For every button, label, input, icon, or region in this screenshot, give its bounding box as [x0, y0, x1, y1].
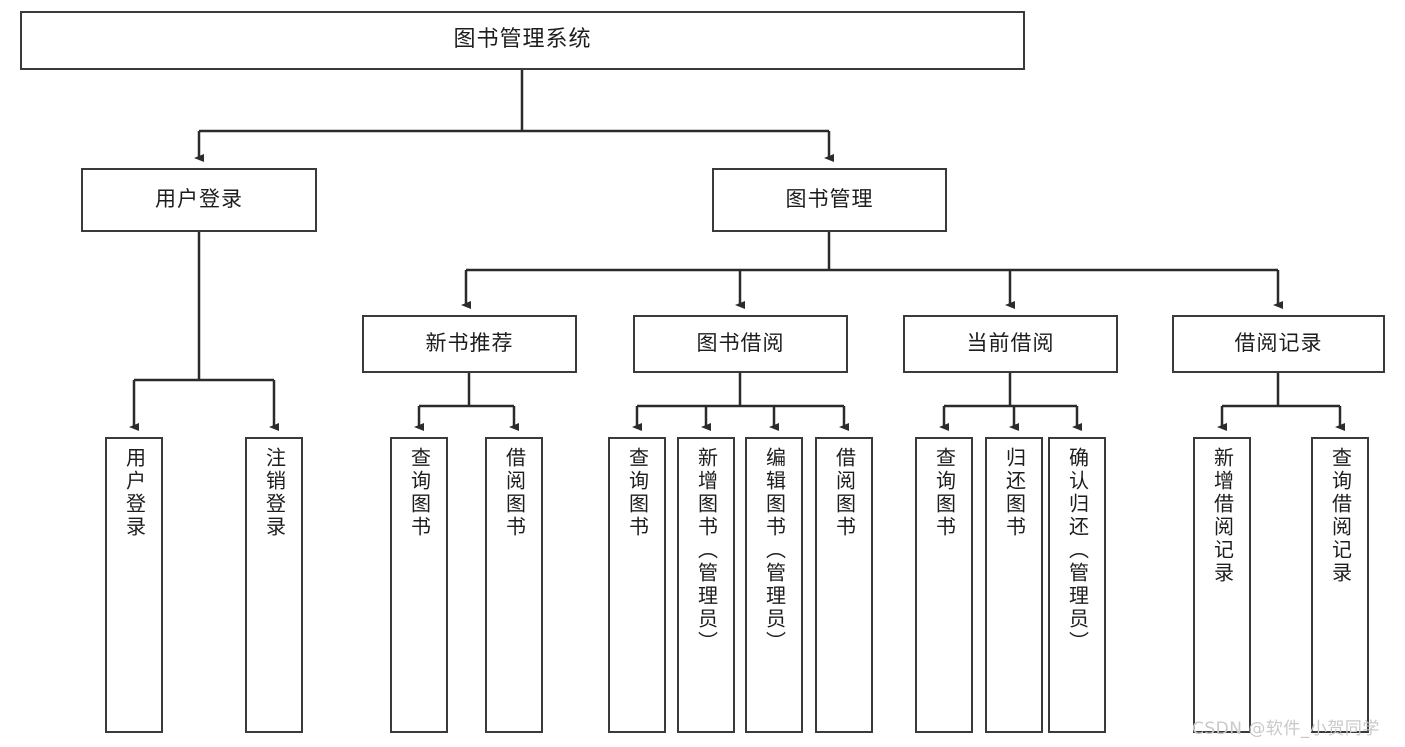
node-new-book-recommend[interactable]: 新书推荐 [362, 315, 577, 373]
leaf-label: 查询图书 [625, 447, 650, 539]
node-label: 图书管理系统 [453, 27, 592, 53]
leaf-query-book-current[interactable]: 查询图书 [915, 437, 973, 733]
leaf-confirm-return-admin[interactable]: 确认归还（管理员） [1048, 437, 1106, 733]
leaf-label: 新增借阅记录 [1210, 447, 1235, 585]
leaf-label: 注销登录 [262, 447, 287, 539]
leaf-borrow-book-recommend[interactable]: 借阅图书 [485, 437, 543, 733]
leaf-label: 借阅图书 [502, 447, 527, 539]
leaf-label: 查询图书 [407, 447, 432, 539]
node-label: 借阅记录 [1234, 331, 1323, 356]
csdn-watermark: CSDN @软件_小贺同学 [1192, 719, 1380, 739]
leaf-label: 确认归还（管理员） [1065, 447, 1090, 654]
leaf-label: 新增图书（管理员） [694, 447, 719, 654]
node-book-management[interactable]: 图书管理 [712, 168, 947, 232]
node-label: 图书管理 [785, 187, 874, 212]
leaf-label: 借阅图书 [832, 447, 857, 539]
leaf-label: 编辑图书（管理员） [762, 447, 787, 654]
node-label: 用户登录 [155, 187, 243, 212]
node-current-borrow[interactable]: 当前借阅 [903, 315, 1118, 373]
leaf-label: 用户登录 [122, 447, 147, 539]
leaf-label: 查询借阅记录 [1328, 447, 1353, 585]
node-label: 图书借阅 [696, 331, 785, 356]
leaf-label: 查询图书 [932, 447, 957, 539]
node-user-login[interactable]: 用户登录 [81, 168, 317, 232]
leaf-add-borrow-record[interactable]: 新增借阅记录 [1193, 437, 1251, 733]
node-label: 当前借阅 [966, 331, 1055, 356]
leaf-borrow-book[interactable]: 借阅图书 [815, 437, 873, 733]
leaf-query-borrow-record[interactable]: 查询借阅记录 [1311, 437, 1369, 733]
node-root-system[interactable]: 图书管理系统 [20, 11, 1025, 70]
leaf-user-login[interactable]: 用户登录 [105, 437, 163, 733]
leaf-edit-book-admin[interactable]: 编辑图书（管理员） [745, 437, 803, 733]
node-label: 新书推荐 [425, 331, 514, 356]
leaf-add-book-admin[interactable]: 新增图书（管理员） [677, 437, 735, 733]
leaf-query-book-recommend[interactable]: 查询图书 [390, 437, 448, 733]
leaf-logout[interactable]: 注销登录 [245, 437, 303, 733]
leaf-label: 归还图书 [1002, 447, 1027, 539]
leaf-query-book-borrow[interactable]: 查询图书 [608, 437, 666, 733]
node-book-borrow[interactable]: 图书借阅 [633, 315, 848, 373]
leaf-return-book[interactable]: 归还图书 [985, 437, 1043, 733]
node-borrow-record[interactable]: 借阅记录 [1172, 315, 1385, 373]
